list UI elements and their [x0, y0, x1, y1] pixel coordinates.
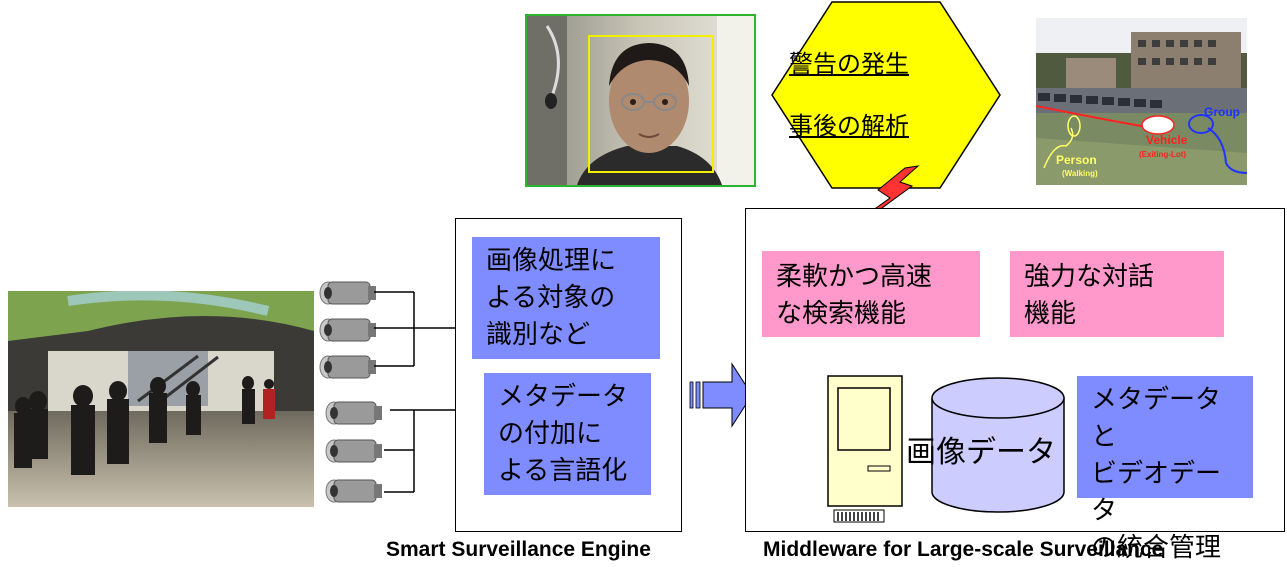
box3-line: ビデオデータ: [1091, 459, 1222, 526]
integrated-management-box: メタデータと ビデオデータ の統合管理: [1077, 376, 1253, 563]
engine-box1-line: 識別など: [486, 320, 591, 350]
face-photo: [525, 14, 756, 187]
database-label: 画像データ: [906, 435, 1056, 470]
engine-box2-line: の付加に: [498, 419, 603, 449]
person-label: Person: [1056, 153, 1097, 167]
corridor-graphic: [8, 291, 314, 507]
camera-icon: [319, 355, 376, 379]
engine-box2-line: よる言語化: [498, 456, 628, 486]
group-label: Group: [1204, 105, 1240, 119]
parking-lot-photo: Group Vehicle (Exiting-Lot) Person (Walk…: [1036, 18, 1247, 185]
database-icon: [931, 377, 1065, 513]
pink2-line: 強力な対話: [1024, 262, 1155, 292]
vehicle-label: Vehicle: [1146, 133, 1188, 147]
interaction-function-box: 強力な対話 機能: [1010, 251, 1224, 337]
engine-recognition-box: 画像処理に よる対象の 識別など: [472, 237, 660, 359]
hexagon-line2: 事後の解析: [789, 112, 909, 140]
face-photo-graphic: [527, 16, 754, 185]
engine-box1-line: よる対象の: [486, 283, 616, 313]
corridor-photo: [8, 291, 314, 507]
pink1-line: な検索機能: [776, 299, 907, 329]
camera-icon: [325, 439, 382, 463]
camera-icon: [319, 318, 376, 342]
pink1-line: 柔軟かつ高速: [776, 262, 933, 292]
computer-icon: [827, 375, 903, 523]
camera-icon: [325, 401, 382, 425]
box3-line: の統合管理: [1091, 533, 1222, 563]
exiting-label: (Exiting-Lot): [1139, 150, 1186, 159]
hexagon-line1: 警告の発生: [789, 50, 909, 78]
walking-label: (Walking): [1062, 169, 1098, 178]
search-function-box: 柔軟かつ高速 な検索機能: [762, 251, 980, 337]
engine-metadata-box: メタデータ の付加に よる言語化: [484, 373, 651, 495]
flow-arrow-icon: [689, 362, 753, 428]
engine-box2-line: メタデータ: [498, 382, 629, 412]
engine-box1-line: 画像処理に: [486, 246, 617, 276]
pink2-line: 機能: [1024, 299, 1077, 329]
engine-caption: Smart Surveillance Engine: [386, 538, 651, 561]
camera-icon: [325, 479, 382, 503]
parking-lot-graphic: Group Vehicle (Exiting-Lot) Person (Walk…: [1036, 18, 1247, 185]
middleware-caption: Middleware for Large-scale Surveillance: [763, 538, 1164, 561]
camera-icon: [319, 281, 376, 305]
box3-line: メタデータと: [1091, 385, 1222, 452]
